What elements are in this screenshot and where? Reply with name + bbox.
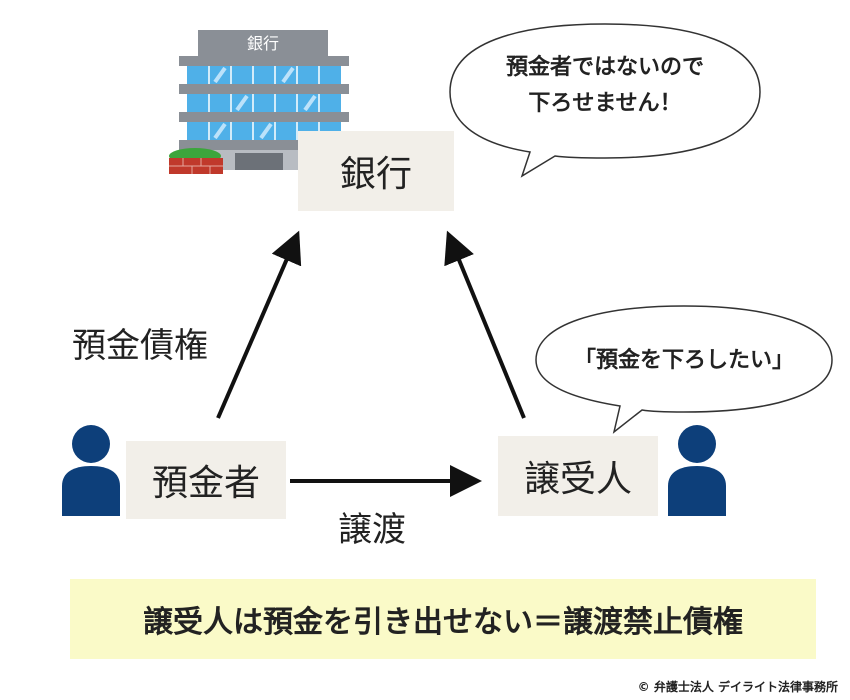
bank-speech-bubble	[449, 23, 761, 178]
assignee-speech-bubble	[535, 305, 833, 434]
arrow-depositor-to-bank	[216, 230, 302, 419]
depositor-box: 預金者	[126, 441, 286, 519]
copyright-notice: © 弁護士法人 デイライト法律事務所	[637, 680, 838, 694]
transfer-label: 譲渡	[338, 510, 406, 550]
bank-bubble-text: 預金者ではないので 下ろせません！	[450, 50, 760, 122]
bank-bubble-line-2: 下ろせません！	[528, 91, 682, 116]
assignee-box: 譲受人	[498, 436, 658, 516]
assignee-label: 譲受人	[523, 459, 632, 500]
bank-label: 銀行	[339, 154, 412, 195]
deposit-claim-label: 預金債権	[72, 326, 208, 366]
arrow-assignee-to-bank	[444, 230, 526, 419]
depositor-label: 預金者	[151, 463, 260, 504]
depositor-person-icon	[62, 425, 120, 516]
conclusion-banner: 譲受人は預金を引き出せない＝譲渡禁止債権	[70, 579, 816, 659]
building-sign-text: 銀行	[247, 34, 279, 53]
bank-box: 銀行	[298, 131, 454, 211]
assignee-bubble-text: 「預金を下ろしたい」	[573, 348, 794, 373]
bank-bubble-line-1: 預金者ではないので	[505, 55, 704, 80]
assignee-person-icon	[668, 425, 726, 516]
conclusion-text: 譲受人は預金を引き出せない＝譲渡禁止債権	[143, 605, 743, 640]
building-sign	[198, 30, 328, 56]
